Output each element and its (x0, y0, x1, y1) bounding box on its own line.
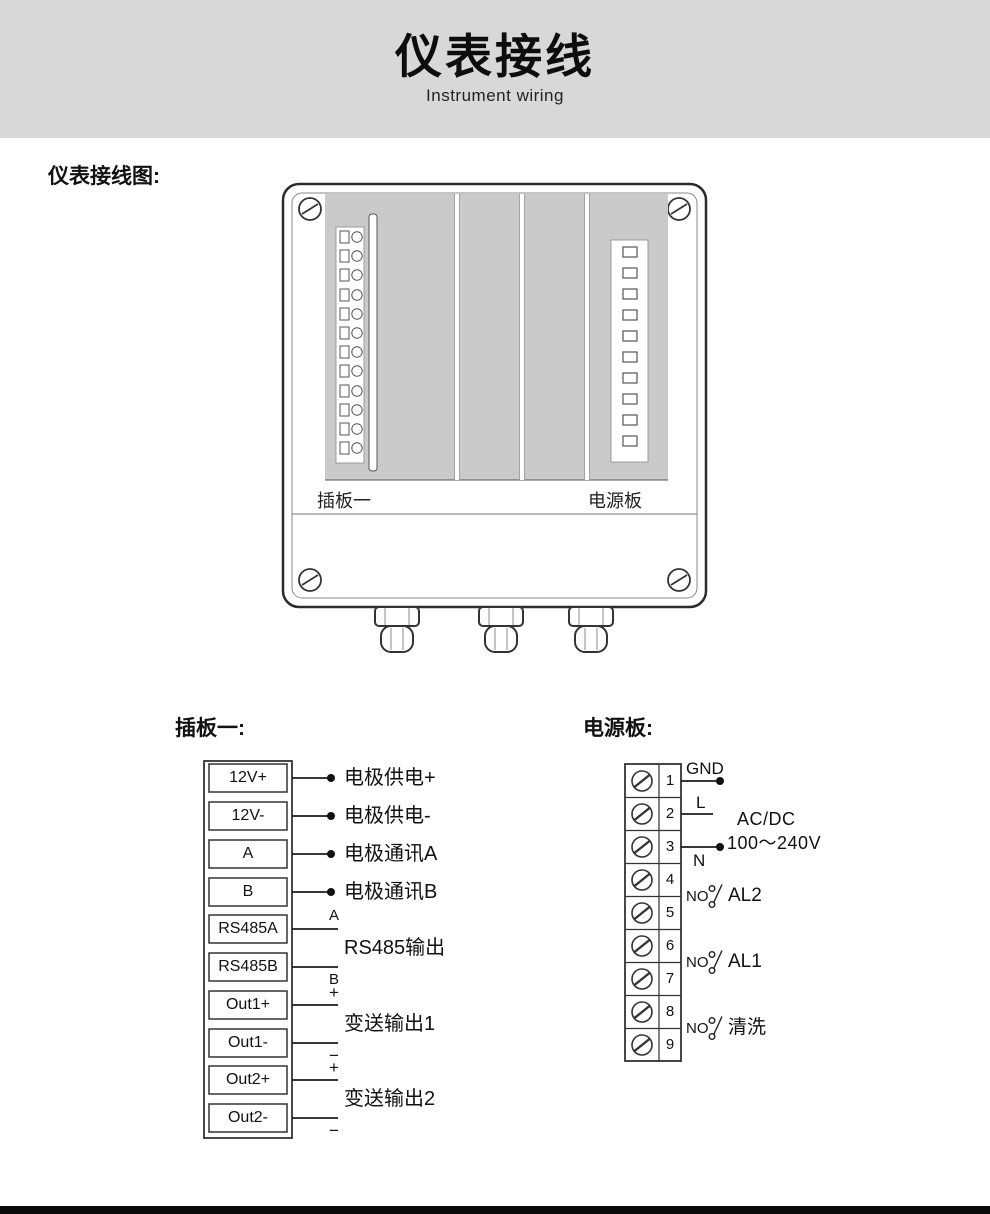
page-title: 仪表接线 (395, 30, 595, 83)
bottom-divider-bar (0, 1206, 990, 1214)
relay-name-clean: 清洗 (728, 1017, 767, 1038)
board1-terminal-label: Out1+ (225, 996, 271, 1013)
power-terminal-number: 1 (665, 772, 675, 789)
relay-name-al2: AL2 (728, 885, 762, 906)
power-terminal-number: 5 (665, 904, 675, 921)
relay-name-al1: AL1 (728, 951, 762, 972)
neutral-label: N (693, 851, 706, 870)
board1-terminal-label: 12V- (231, 807, 265, 824)
out1-plus-mark: + (329, 983, 339, 1002)
wire-label: 电极供电- (344, 805, 431, 827)
slot1-connector-strip (335, 213, 378, 472)
page-subtitle: Instrument wiring (426, 86, 564, 106)
board1-terminal-block (203, 760, 293, 1139)
power-screw-icon (631, 770, 653, 1056)
power-terminal-number: 2 (665, 805, 675, 822)
power-terminal-number: 6 (665, 937, 675, 954)
wire-label: 电极供电+ (344, 767, 436, 789)
out1-minus-mark: − (329, 1046, 339, 1065)
relay-no-label: NO (686, 888, 709, 905)
board1-terminal-label: RS485B (218, 958, 278, 975)
relay-no-contact-icon (708, 884, 723, 1040)
supply-voltage-range: 100～240V (727, 833, 822, 853)
page-header: 仪表接线 Instrument wiring (0, 0, 990, 138)
gnd-label: GND (686, 759, 724, 778)
group-label: 变送输出2 (344, 1088, 436, 1110)
power-terminal-number: 3 (665, 838, 675, 855)
board1-heading: 插板一: (175, 717, 245, 740)
wire-label: 电极通讯A (344, 843, 438, 865)
wiring-diagram-caption: 仪表接线图: (48, 165, 160, 188)
power-terminal-number: 9 (665, 1036, 675, 1053)
rs485-b-mark: B (329, 971, 340, 988)
corner-screw-icon (298, 197, 691, 592)
card-slot-separators (454, 194, 590, 480)
board1-terminal-label: RS485A (218, 920, 278, 937)
power-terminal-number: 8 (665, 1003, 675, 1020)
enclosure-drawing (281, 182, 708, 653)
board1-terminal-label: Out2- (227, 1109, 268, 1126)
power-terminal-number: 7 (665, 970, 675, 987)
cable-gland-icon (374, 606, 614, 653)
group-label: RS485输出 (344, 937, 446, 959)
power-terminal-number: 4 (665, 871, 675, 888)
relay-no-label: NO (686, 954, 709, 971)
board1-wires (292, 774, 338, 1119)
live-label: L (696, 793, 706, 812)
supply-voltage-type: AC/DC (737, 809, 796, 829)
rs485-a-mark: A (329, 907, 340, 924)
board1-terminal-label: Out2+ (225, 1071, 271, 1088)
relay-no-label: NO (686, 1020, 709, 1037)
enclosure-slot1-label: 插板一 (317, 491, 371, 511)
power-wires (681, 777, 724, 851)
enclosure-inner-outline (291, 192, 698, 599)
out2-minus-mark: − (329, 1121, 339, 1140)
wire-label: 电极通讯B (344, 881, 438, 903)
enclosure-power-label: 电源板 (588, 491, 642, 511)
group-label: 变送输出1 (344, 1013, 436, 1035)
board1-terminal-label: B (242, 883, 254, 900)
board1-terminal-label: A (242, 845, 254, 862)
power-heading: 电源板: (583, 717, 653, 740)
out2-plus-mark: + (329, 1058, 339, 1077)
board1-terminal-label: Out1- (227, 1034, 268, 1051)
power-connector-strip (610, 239, 649, 463)
board1-terminal-label: 12V+ (229, 769, 267, 786)
